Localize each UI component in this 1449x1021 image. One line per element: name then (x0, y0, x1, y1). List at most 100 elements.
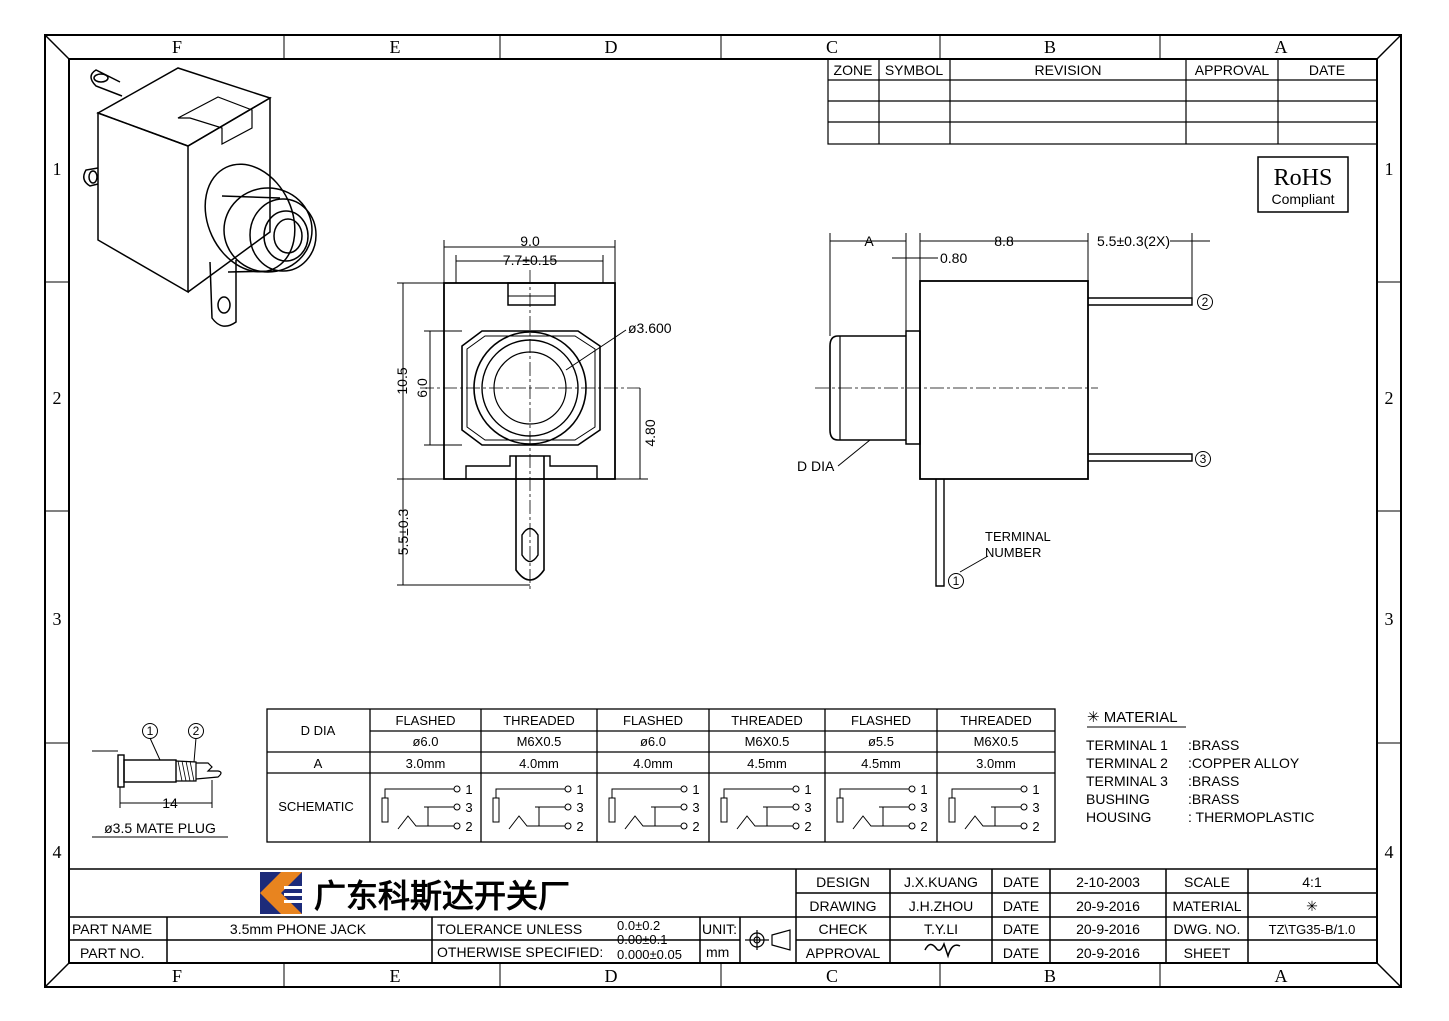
front-view-dim-text: 9.0 7.7±0.15 ø3.600 10.5 6.0 4.80 5.5±0.… (394, 233, 672, 555)
tb-value: ✳ (1306, 898, 1318, 914)
schematic-pin-number: 2 (465, 819, 472, 834)
tb-date-label: DATE (1003, 921, 1039, 937)
option-type: THREADED (731, 713, 803, 728)
option-a: 3.0mm (976, 756, 1016, 771)
schematic-line-2 (964, 815, 1021, 830)
option-d-dia: ø5.5 (868, 734, 894, 749)
side-view-drawing (815, 280, 1193, 587)
d-dia-label: D DIA (797, 458, 835, 474)
material-part: BUSHING (1086, 791, 1150, 807)
rev-header-approval: APPROVAL (1195, 62, 1270, 78)
isometric-jack-view (83, 67, 317, 327)
schematic-line-3 (535, 806, 565, 826)
tb-date: 20-9-2016 (1076, 945, 1140, 961)
dim-bore-dia: ø3.600 (628, 320, 672, 336)
zone-col-c: C (826, 37, 838, 57)
tb-key: MATERIAL (1173, 898, 1242, 914)
material-value: :BRASS (1188, 737, 1239, 753)
pin-callout-1: 1 (953, 574, 960, 588)
schematic-line-1 (495, 788, 565, 798)
pin-callout-3: 3 (1200, 452, 1207, 466)
approval-signature (924, 941, 961, 959)
rohs-badge: RoHS Compliant (1257, 156, 1349, 213)
schematic-diagram: 1 3 2 (836, 782, 928, 834)
schematic-pin-number: 1 (804, 782, 811, 797)
mate-plug-label: ø3.5 MATE PLUG (104, 820, 216, 836)
schematic-terminal (1020, 822, 1028, 830)
schematic-terminal (453, 785, 461, 793)
schematic-terminal (792, 822, 800, 830)
option-d-dia: ø6.0 (412, 734, 438, 749)
rev-header-revision: REVISION (1035, 62, 1102, 78)
tb-value: TZ\TG35-B/1.0 (1269, 922, 1356, 937)
schematic-line-1 (723, 788, 793, 798)
zone-row-4-left: 4 (53, 842, 62, 862)
material-title: ✳ MATERIAL (1087, 709, 1178, 726)
drawing-frame (44, 34, 1402, 988)
company-logo (260, 872, 302, 914)
schematic-contact (836, 797, 844, 823)
dim-terminal-5-5: 5.5±0.3 (395, 508, 411, 555)
tb-role: DRAWING (809, 898, 876, 914)
terminal-label-line2: NUMBER (985, 545, 1041, 560)
zone-col-d-bottom: D (605, 966, 618, 986)
schematic-pin-number: 3 (692, 800, 699, 815)
schematic-pin-number: 3 (804, 800, 811, 815)
schematic-contact (720, 797, 728, 823)
options-table: D DIA A SCHEMATIC FLASHEDø6.03.0mmTHREAD… (266, 708, 1056, 843)
zone-row-3-right: 3 (1385, 609, 1394, 629)
plug-callout-1: 1 (147, 724, 154, 738)
schematic-line-1 (839, 788, 909, 798)
schematic-contact (492, 797, 500, 823)
schematic-pin-number: 1 (576, 782, 583, 797)
plug-callout-2: 2 (193, 724, 200, 738)
schematic-line-3 (879, 806, 909, 826)
schematic-pin-number: 1 (1032, 782, 1039, 797)
option-a: 3.0mm (406, 756, 446, 771)
mate-plug-text: 1 2 14 ø3.5 MATE PLUG (104, 723, 216, 836)
tb-role: APPROVAL (806, 945, 881, 961)
terminal-label-line1: TERMINAL (985, 529, 1051, 544)
mate-plug-drawing (92, 737, 228, 838)
schematic-line-1 (611, 788, 681, 798)
option-d-dia: M6X0.5 (745, 734, 790, 749)
zone-col-f: F (172, 37, 182, 57)
schematic-pin-number: 2 (692, 819, 699, 834)
zone-col-d: D (605, 37, 618, 57)
zone-col-a-bottom: A (1275, 966, 1288, 986)
row-label-d-dia: D DIA (301, 723, 336, 738)
schematic-terminal (792, 785, 800, 793)
tb-key: SCALE (1184, 874, 1230, 890)
revision-table: ZONE SYMBOL REVISION APPROVAL DATE (827, 58, 1378, 145)
side-view-dim-text: A 8.8 5.5±0.3(2X) 0.80 D DIA TERMINAL NU… (797, 233, 1170, 560)
material-part: HOUSING (1086, 809, 1151, 825)
tb-date: 20-9-2016 (1076, 898, 1140, 914)
zone-letters-top: F E D C B A (172, 37, 1288, 57)
option-type: FLASHED (623, 713, 683, 728)
tb-value: 4:1 (1302, 874, 1322, 890)
schematic-line-3 (424, 806, 454, 826)
schematic-contact (608, 797, 616, 823)
schematic-line-2 (397, 815, 454, 830)
dim-pin-length: 5.5±0.3(2X) (1097, 233, 1170, 249)
schematic-pin-number: 2 (920, 819, 927, 834)
tolerance-value-2: 0.00±0.1 (617, 932, 668, 947)
schematic-pin-number: 1 (920, 782, 927, 797)
dim-center-4-8: 4.80 (642, 419, 658, 446)
row-label-a: A (314, 756, 323, 771)
material-part: TERMINAL 1 (1086, 737, 1168, 753)
option-type: FLASHED (851, 713, 911, 728)
rev-header-zone: ZONE (834, 62, 873, 78)
zone-numbers: 1 2 3 4 1 2 3 4 (53, 159, 1394, 862)
schematic-pin-number: 3 (920, 800, 927, 815)
plug-dim-14: 14 (162, 795, 178, 811)
zone-col-f-bottom: F (172, 966, 182, 986)
pin-number-callouts: 2 3 1 (948, 294, 1213, 589)
schematic-line-3 (763, 806, 793, 826)
unit-label: UNIT: (702, 921, 737, 937)
tolerance-line1: TOLERANCE UNLESS (437, 921, 582, 937)
schematic-terminal (453, 803, 461, 811)
part-name-value: 3.5mm PHONE JACK (230, 921, 367, 937)
rohs-title: RoHS (1274, 165, 1333, 191)
